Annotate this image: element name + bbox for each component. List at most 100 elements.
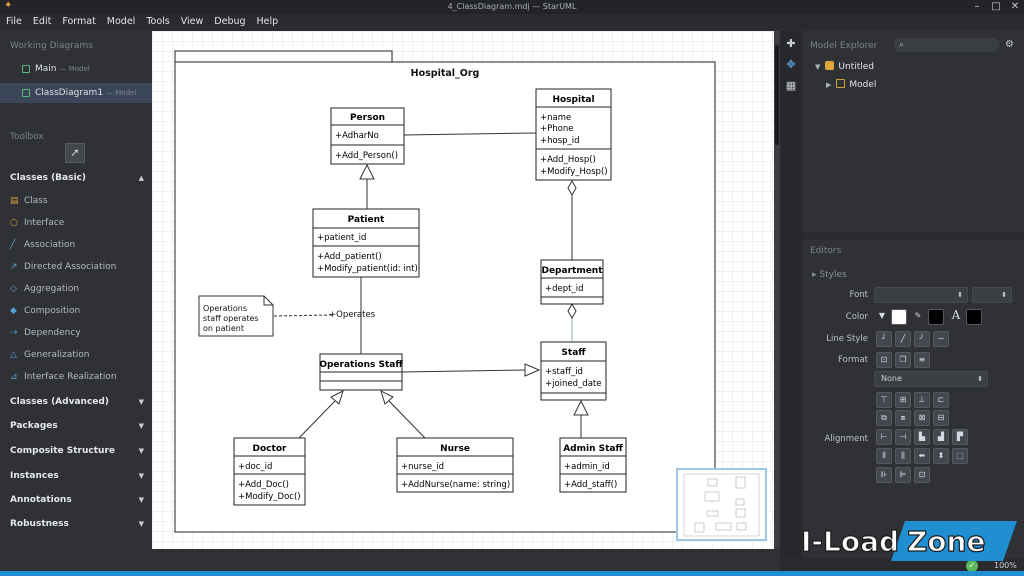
word-wrap-icon[interactable]: ≡	[914, 352, 930, 368]
menu-file[interactable]: File	[6, 16, 22, 27]
minimize-button[interactable]: –	[974, 1, 980, 12]
generalization-nurse-opsstaff[interactable]	[388, 400, 426, 439]
font-family-select[interactable]: ⬍	[874, 287, 968, 303]
group-icon[interactable]: ⊠	[914, 410, 930, 426]
tree-item-model[interactable]: ▶Model	[826, 77, 876, 93]
menu-tools[interactable]: Tools	[146, 16, 170, 27]
toolbox-item-composition[interactable]: ◆Composition	[10, 301, 80, 321]
show-shadow-icon[interactable]: ❐	[895, 352, 911, 368]
toolbox-item-interface-realization[interactable]: ⊿Interface Realization	[10, 367, 117, 387]
class-diagram[interactable]: Hospital_Org Operations staff operates o…	[152, 31, 774, 549]
panel-divider[interactable]	[802, 232, 1024, 240]
align-bottom-icon[interactable]: ⊥	[914, 392, 930, 408]
same-size-icon[interactable]: ⬚	[952, 448, 968, 464]
class-department[interactable]: Department +dept_id	[540, 259, 604, 305]
generalization-arrowhead	[524, 363, 541, 377]
validation-ok-icon[interactable]: ✓	[966, 560, 978, 572]
fill-color-swatch[interactable]	[891, 309, 907, 325]
font-size-select[interactable]: ⬍	[972, 287, 1012, 303]
align-top-icon[interactable]: ⊤	[876, 392, 892, 408]
menu-debug[interactable]: Debug	[214, 16, 246, 27]
class-hospital[interactable]: Hospital +name +Phone +hosp_id +Add_Hosp…	[535, 88, 612, 181]
updown-icon: ⬍	[957, 291, 963, 299]
toolbox-item-interface[interactable]: ○Interface	[10, 213, 64, 233]
model-explorer-search-input[interactable]	[894, 38, 1000, 52]
class-admin-staff[interactable]: Admin Staff +admin_id +Add_staff()	[559, 437, 627, 493]
toolbox-section-packages[interactable]: Packages▼	[0, 416, 152, 436]
toolbox-section-instances[interactable]: Instances▼	[0, 466, 152, 486]
menu-view[interactable]: View	[180, 16, 204, 27]
toolbox-item-association[interactable]: ╱Association	[10, 235, 75, 255]
zoom-level[interactable]: 100%	[994, 561, 1017, 570]
line-color-swatch[interactable]	[928, 309, 944, 325]
class-nurse[interactable]: Nurse +nurse_id +AddNurse(name: string)	[396, 437, 514, 493]
pointer-arrow-icon[interactable]: ➚	[65, 143, 85, 163]
working-diagram-main[interactable]: Main— Model	[0, 59, 152, 79]
line-style-rectilinear-icon[interactable]: ┘	[876, 331, 892, 347]
align-hcenter-icon[interactable]: ▛	[952, 429, 968, 445]
space-even-h-icon[interactable]: ⫴	[876, 448, 892, 464]
class-operations-staff[interactable]: Operations Staff	[319, 353, 403, 391]
note-operations[interactable]: Operations staff operates on patient	[198, 295, 274, 337]
diagram-minimap[interactable]	[676, 468, 767, 541]
maximize-button[interactable]: □	[991, 1, 1001, 12]
generalization-doctor-opsstaff[interactable]	[298, 400, 336, 439]
space-even-v-icon[interactable]: ⫼	[895, 448, 911, 464]
expand-down-icon: ▼	[138, 472, 144, 480]
same-height-icon[interactable]: ⬍	[933, 448, 949, 464]
class-patient[interactable]: Patient +patient_id +Add_patient() +Modi…	[312, 208, 420, 278]
tree-item-untitled[interactable]: ▼Untitled	[815, 59, 874, 75]
toolbox-section-composite-structure[interactable]: Composite Structure▼	[0, 441, 152, 461]
collapsed-triangle-icon: ▶	[826, 81, 832, 89]
align-middle-icon[interactable]: ⊞	[895, 392, 911, 408]
toolbox-item-aggregation[interactable]: ◇Aggregation	[10, 279, 79, 299]
menu-help[interactable]: Help	[256, 16, 279, 27]
align-left-icon[interactable]: ⊢	[876, 429, 892, 445]
stereotype-display-select[interactable]: None⬍	[874, 371, 988, 387]
extensions-puzzle-icon[interactable]: ✚	[786, 37, 796, 50]
line-style-oblique-icon[interactable]: ╱	[895, 331, 911, 347]
scrollbar-thumb[interactable]	[775, 45, 779, 145]
ungroup-icon[interactable]: ⊟	[933, 410, 949, 426]
menu-edit[interactable]: Edit	[32, 16, 52, 27]
toolbox-item-dependency[interactable]: ⇢Dependency	[10, 323, 81, 343]
line-style-rounded-icon[interactable]: ╯	[914, 331, 930, 347]
toolbox-section-classes-basic[interactable]: Classes (Basic) ▲	[0, 168, 152, 188]
same-width-icon[interactable]: ⬌	[914, 448, 930, 464]
toolbox-section-robustness[interactable]: Robustness▼	[0, 514, 152, 534]
class-staff[interactable]: Staff +staff_id +joined_date	[540, 341, 607, 401]
align-center-icon[interactable]: ⊣	[895, 429, 911, 445]
toolbox-section-classes-advanced[interactable]: Classes (Advanced)▼	[0, 392, 152, 412]
align-right-icon[interactable]: ▙	[914, 429, 930, 445]
distribute-v-icon[interactable]: ⊫	[895, 467, 911, 483]
send-back-icon[interactable]: ⧉	[876, 410, 892, 426]
menu-model[interactable]: Model	[106, 16, 136, 27]
bring-front-icon[interactable]: ⧈	[895, 410, 911, 426]
association-person-hospital[interactable]	[403, 132, 537, 136]
toolbox-item-class[interactable]: ▤Class	[10, 191, 48, 211]
expand-down-icon: ▼	[138, 496, 144, 504]
move-arrows-icon[interactable]: ✥	[786, 58, 796, 71]
distribute-h-icon[interactable]: ⊪	[876, 467, 892, 483]
fit-icon[interactable]: ⊡	[914, 467, 930, 483]
class-doctor[interactable]: Doctor +doc_id +Add_Doc() +Modify_Doc()	[233, 437, 306, 506]
menu-format[interactable]: Format	[62, 16, 96, 27]
toolbox-item-generalization[interactable]: △Generalization	[10, 345, 89, 365]
close-button[interactable]: ✕	[1010, 1, 1020, 12]
working-diagram-classdiagram1[interactable]: ClassDiagram1— Model	[0, 83, 152, 103]
align-space-icon[interactable]: ⊏	[933, 392, 949, 408]
auto-resize-icon[interactable]: ⊡	[876, 352, 892, 368]
aggregation-icon: ◇	[10, 284, 17, 294]
line-style-curve-icon[interactable]: ∽	[933, 331, 949, 347]
toolbox-section-annotations[interactable]: Annotations▼	[0, 490, 152, 510]
package-name: Hospital_Org	[411, 68, 480, 79]
gear-icon[interactable]: ⚙	[1005, 39, 1014, 50]
align-vcenter-icon[interactable]: ▟	[933, 429, 949, 445]
generalization-opsstaff-staff[interactable]	[401, 369, 526, 373]
text-color-swatch[interactable]	[966, 309, 982, 325]
styles-section[interactable]: ▸ Styles	[812, 270, 847, 280]
canvas-vertical-scrollbar[interactable]	[774, 31, 780, 549]
grid-layout-icon[interactable]: ▦	[785, 79, 797, 92]
class-person[interactable]: Person +AdharNo +Add_Person()	[330, 107, 405, 165]
toolbox-item-directed-association[interactable]: ↗Directed Association	[10, 257, 116, 277]
